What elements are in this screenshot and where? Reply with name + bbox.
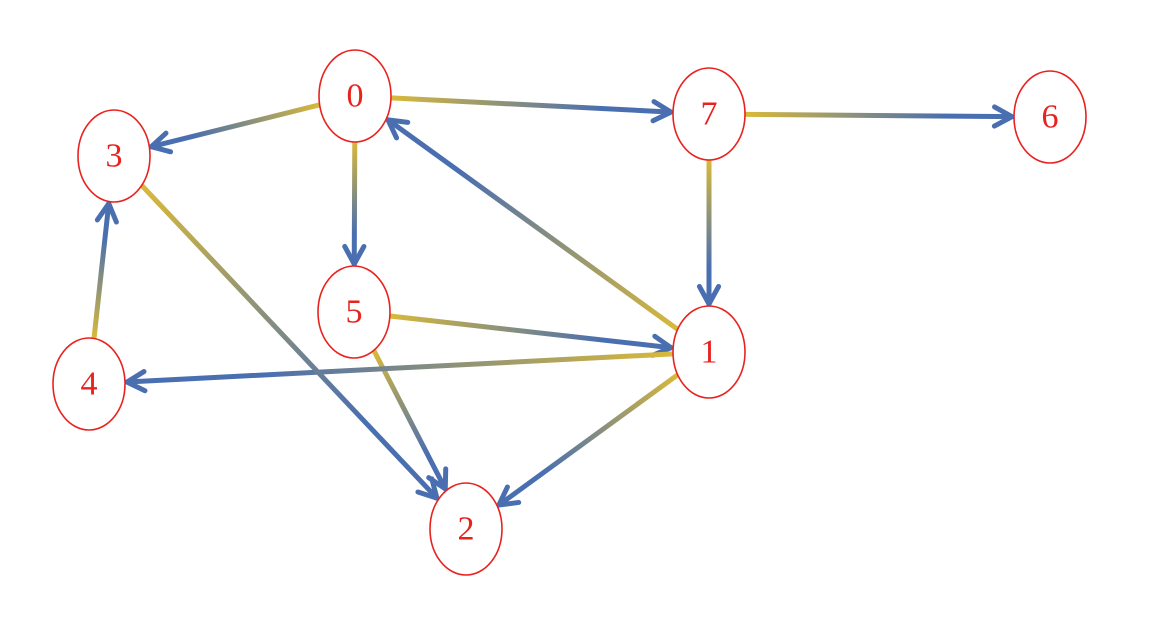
edge-0-to-3-line: [148, 102, 323, 150]
edge-3-to-2-arrowhead: [415, 476, 440, 501]
edge-0-to-5-arrowhead: [342, 243, 367, 267]
edge-5-to-1: [387, 313, 674, 358]
edge-7-to-6: [742, 104, 1015, 129]
edge-0-to-3-arrowhead: [148, 130, 174, 155]
edge-7-to-1: [696, 157, 722, 307]
edge-3-to-2: [139, 182, 440, 501]
edge-1-to-4-line: [124, 351, 676, 385]
edge-4-to-3-arrowhead: [94, 201, 119, 225]
edge-1-to-0-arrowhead: [385, 117, 411, 141]
node-1: 1: [672, 305, 746, 399]
edge-3-to-2-line: [139, 182, 440, 501]
nodes-layer: 0 1 2 3 4 5 6 7: [52, 49, 1087, 576]
node-1-circle: [672, 305, 746, 399]
edge-1-to-2-line: [496, 372, 681, 508]
node-5-circle: [317, 265, 391, 359]
node-6-label: 6: [1042, 99, 1059, 136]
edge-4-to-3-line: [91, 201, 112, 341]
edge-4-to-3: [91, 201, 119, 341]
edge-1-to-0-line: [385, 117, 681, 332]
node-3-label: 3: [106, 138, 123, 175]
node-4-circle: [52, 337, 126, 431]
node-3-circle: [77, 109, 151, 203]
node-7-circle: [672, 67, 746, 161]
edge-0-to-5: [342, 139, 367, 267]
node-5-label: 5: [346, 294, 363, 331]
node-3: 3: [77, 109, 151, 203]
edge-1-to-2: [496, 372, 681, 508]
edge-1-to-0: [385, 117, 681, 332]
edge-5-to-1-line: [387, 313, 674, 351]
node-2: 2: [429, 482, 503, 576]
node-2-circle: [429, 482, 503, 576]
node-5: 5: [317, 265, 391, 359]
node-2-label: 2: [458, 511, 475, 548]
edge-1-to-4: [124, 351, 676, 394]
edges-layer: [91, 95, 1015, 508]
node-6: 6: [1013, 70, 1087, 164]
edge-0-to-7-arrowhead: [650, 99, 674, 124]
edge-1-to-4-arrowhead: [124, 369, 148, 394]
edge-0-to-7: [388, 95, 674, 124]
edge-5-to-2-line: [371, 347, 448, 492]
node-1-label: 1: [701, 334, 718, 371]
node-0-label: 0: [347, 78, 364, 115]
edge-7-to-6-arrowhead: [991, 104, 1015, 129]
edge-7-to-1-arrowhead: [696, 283, 722, 307]
node-4: 4: [52, 337, 126, 431]
node-7-label: 7: [701, 96, 718, 133]
node-6-circle: [1013, 70, 1087, 164]
edge-0-to-5-line: [351, 139, 358, 267]
node-0: 0: [318, 49, 392, 143]
edge-0-to-7-line: [388, 95, 674, 115]
edge-0-to-3: [148, 102, 323, 155]
edge-7-to-6-line: [742, 111, 1015, 120]
node-0-circle: [318, 49, 392, 143]
node-4-label: 4: [81, 366, 98, 403]
node-7: 7: [672, 67, 746, 161]
edge-1-to-2-arrowhead: [496, 484, 522, 508]
